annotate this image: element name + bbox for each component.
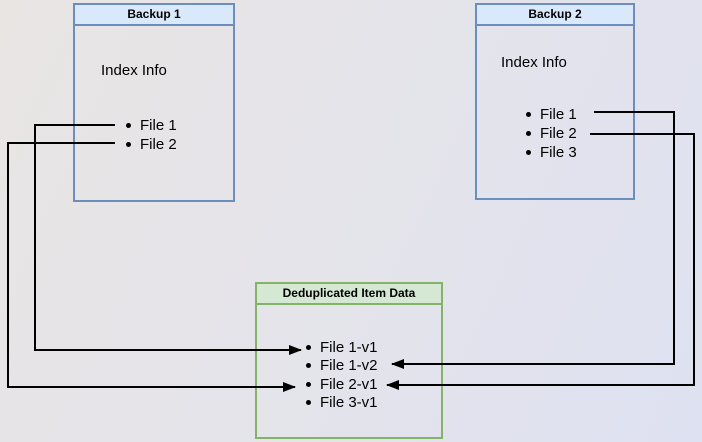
bullet-icon [306,344,311,350]
bullet-icon [306,363,311,369]
dedup-file-1-v1: File 1-v1 [320,338,378,356]
list-item: File 2-v1 [306,375,378,394]
list-item: File 3 [526,143,577,162]
bullet-icon [306,400,311,406]
list-item: File 2 [526,124,577,143]
dedup-title: Deduplicated Item Data [257,284,441,305]
bullet-icon [526,149,531,155]
backup1-box: Backup 1 [73,3,235,202]
backup2-file-2: File 2 [540,124,577,142]
dedup-file-2-v1: File 2-v1 [320,375,378,393]
backup1-file-2: File 2 [140,136,177,153]
backup2-file-3: File 3 [540,143,577,161]
dedup-file-3-v1: File 3-v1 [320,394,378,412]
bullet-icon [306,381,311,387]
bullet-icon [526,130,531,136]
backup2-file-1: File 1 [540,105,577,123]
backup1-file-list: File 1 File 2 [126,116,177,154]
list-item: File 1 [526,105,577,124]
backup1-file-1: File 1 [140,117,177,134]
list-item: File 3-v1 [306,394,378,413]
backup2-box: Backup 2 [475,3,635,200]
bullet-icon [126,142,131,147]
list-item: File 2 [126,135,177,154]
list-item: File 1-v2 [306,357,378,376]
bullet-icon [526,111,531,117]
backup1-title: Backup 1 [75,5,233,26]
dedup-file-1-v2: File 1-v2 [320,357,378,375]
backup1-index-info-label: Index Info [101,62,167,79]
backup2-title: Backup 2 [477,5,633,26]
backup2-index-info-label: Index Info [501,54,567,71]
backup2-file-list: File 1 File 2 File 3 [526,105,577,162]
list-item: File 1 [126,116,177,135]
bullet-icon [126,123,131,128]
dedup-file-list: File 1-v1 File 1-v2 File 2-v1 File 3-v1 [306,338,378,412]
list-item: File 1-v1 [306,338,378,357]
